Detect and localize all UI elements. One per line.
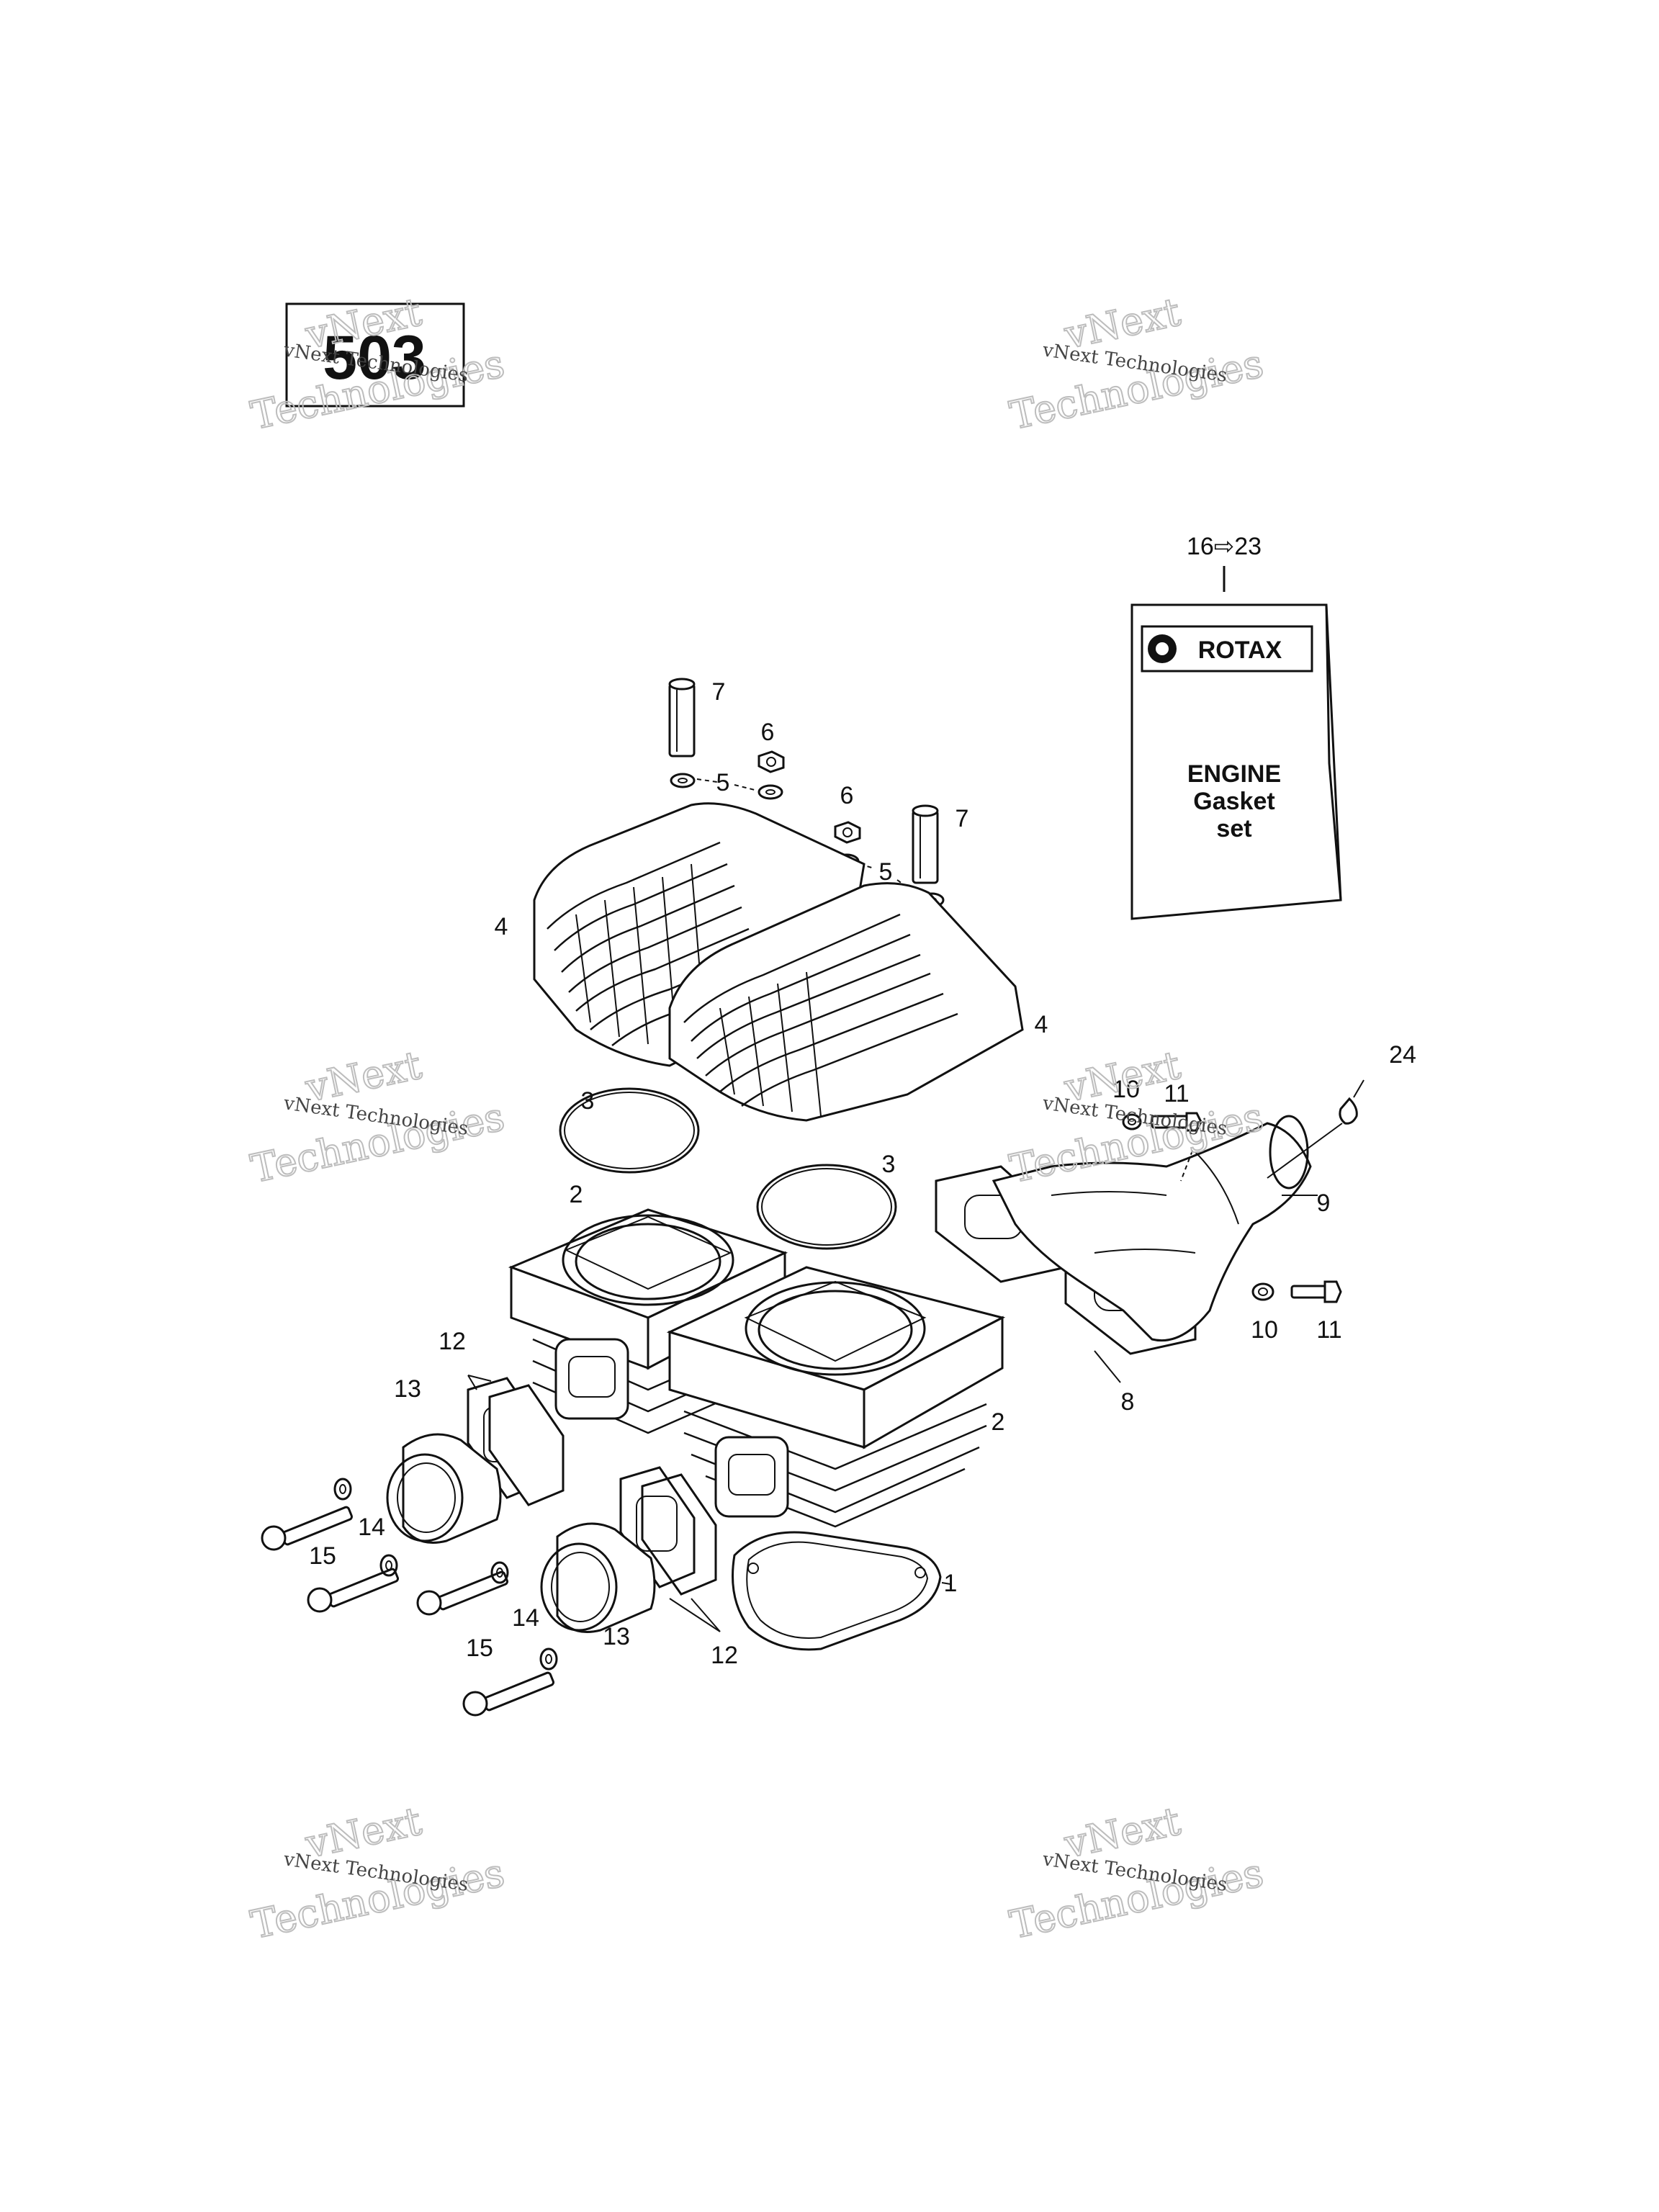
head-o-ring-right: [756, 1164, 897, 1250]
stud-right: [912, 804, 939, 884]
callout-labels: 1 2 2 3 3 4 4 5 5 6 6 7 7 8 9 10 10 11 1…: [309, 678, 1416, 1669]
gasket-card-line2: Gasket: [1193, 788, 1274, 815]
cylinder-right: [666, 1266, 1006, 1528]
watermark-bottom-right: vNext Technologies vNext Technologies: [1005, 1797, 1268, 1948]
base-gasket: [732, 1531, 942, 1651]
model-badge-text: 503: [323, 323, 426, 392]
model-badge: 503: [285, 302, 465, 408]
head-o-ring-left: [559, 1087, 700, 1174]
exhaust-bolt-upper: [1151, 1112, 1202, 1132]
gasket-set-card: 16⇨23 ROTAX ENGINE Gasket set: [1130, 533, 1342, 920]
leader-lines: [467, 1195, 1318, 1632]
callout-11-upper: 11: [1164, 1080, 1189, 1107]
intake-bolt-1: [261, 1506, 354, 1551]
callout-12-upper: 12: [439, 1328, 466, 1355]
intake-washer-2: [379, 1554, 398, 1577]
intake-washer-3: [490, 1561, 509, 1584]
exhaust-bolt-lower: [1290, 1280, 1342, 1303]
callout-15-lower: 15: [466, 1635, 493, 1662]
callout-4-right: 4: [1035, 1011, 1048, 1038]
callout-12-lower: 12: [711, 1642, 738, 1669]
callout-7-left: 7: [712, 678, 726, 706]
callout-6-right: 6: [840, 782, 854, 809]
callout-9: 9: [1317, 1190, 1331, 1217]
callout-13-upper: 13: [394, 1375, 421, 1403]
gasket-card-line3: set: [1216, 815, 1251, 842]
watermark-bottom-left: vNext Technologies vNext Technologies: [246, 1797, 509, 1948]
callout-5-left: 5: [716, 769, 730, 796]
intake-bolt-2: [307, 1568, 400, 1613]
exhaust-washer-lower: [1251, 1282, 1274, 1301]
intake-washer-4: [539, 1647, 558, 1671]
callout-2-right: 2: [992, 1408, 1005, 1436]
callout-14-lower: 14: [512, 1604, 539, 1632]
gasket-card-line1: ENGINE: [1187, 760, 1281, 788]
gasket-card-brand: ROTAX: [1198, 637, 1282, 664]
callout-4-left: 4: [495, 913, 508, 940]
callout-15-upper: 15: [309, 1542, 336, 1570]
rotax-gear-icon: [1148, 634, 1177, 663]
drain-plug: [1339, 1097, 1358, 1125]
callout-3-left: 3: [581, 1087, 595, 1115]
intake-sleeve-lower: [540, 1522, 656, 1633]
callout-24: 24: [1389, 1041, 1416, 1069]
washer-left-a: [670, 773, 696, 788]
callout-7-right: 7: [956, 805, 969, 832]
callout-10-upper: 10: [1112, 1076, 1140, 1103]
callout-1: 1: [944, 1570, 958, 1597]
callout-3-right: 3: [882, 1151, 896, 1178]
callout-14-upper: 14: [358, 1514, 385, 1541]
intake-bolt-3: [416, 1570, 509, 1616]
exhaust-washer-upper: [1122, 1113, 1142, 1130]
nut-left: [757, 750, 785, 773]
callout-10-lower: 10: [1251, 1316, 1278, 1344]
intake-sleeve-upper: [386, 1433, 502, 1544]
watermark-top-right: vNext Technologies vNext Technologies: [1005, 288, 1268, 439]
washer-left-b: [757, 784, 783, 800]
intake-bolt-4: [462, 1671, 555, 1717]
intake-washer-1: [333, 1478, 352, 1501]
intake-gasket-upper: [467, 1377, 565, 1506]
nut-right: [834, 821, 861, 844]
callout-13-lower: 13: [603, 1623, 630, 1650]
cylinder-head-left: [533, 802, 866, 1067]
gasket-ref-range: 16⇨23: [1187, 533, 1262, 560]
callout-6-left: 6: [761, 719, 775, 746]
cylinder-head-right: [668, 882, 1024, 1122]
exhaust-manifold: [992, 1115, 1312, 1342]
stud-left: [668, 678, 696, 757]
callout-2-left: 2: [570, 1181, 583, 1208]
callout-8: 8: [1121, 1388, 1135, 1416]
watermark-mid-left: vNext Technologies vNext Technologies: [246, 1041, 509, 1192]
callout-5-right: 5: [879, 858, 893, 886]
callout-11-lower: 11: [1316, 1316, 1341, 1344]
